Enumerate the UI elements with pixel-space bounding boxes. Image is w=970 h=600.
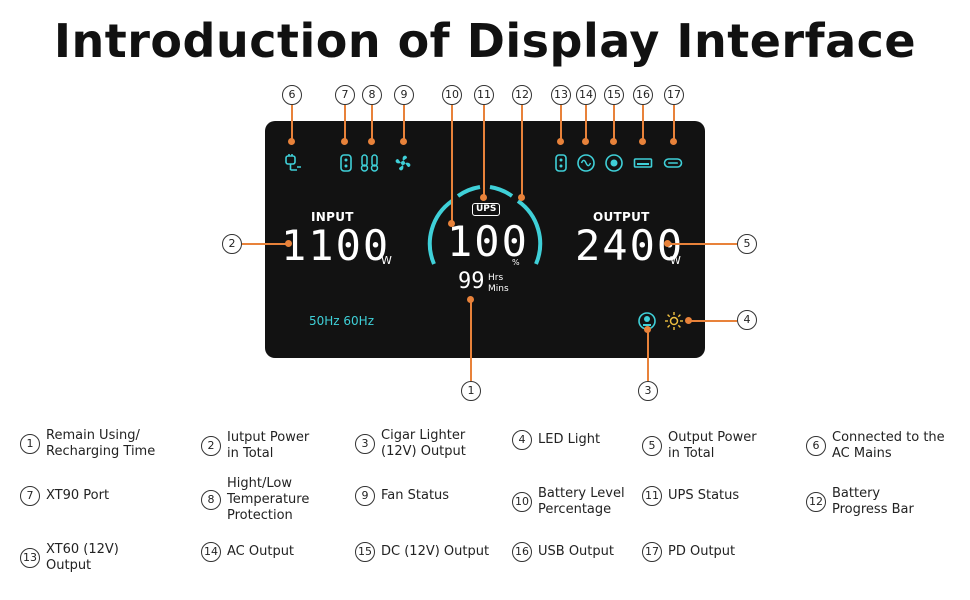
- remain-time-value: 99: [458, 269, 485, 294]
- lcd-display-panel: INPUT 1100 W UPS 100 % 99 Hrs Mins OUTPU…: [265, 121, 705, 358]
- legend-item-13: 13 XT60 (12V) Output: [20, 542, 119, 574]
- callout-3: 3: [638, 381, 658, 401]
- output-label: OUTPUT: [593, 210, 650, 224]
- callout-10: 10: [442, 85, 462, 105]
- legend-item-4: 4 LED Light: [512, 430, 600, 450]
- legend-item-6: 6 Connected to the AC Mains: [806, 430, 945, 462]
- callout-2: 2: [222, 234, 242, 254]
- legend-item-15: 15 DC (12V) Output: [355, 542, 489, 562]
- input-power-value: 1100: [281, 221, 391, 270]
- input-label: INPUT: [311, 210, 354, 224]
- legend-item-11: 11 UPS Status: [642, 486, 739, 506]
- legend-item-16: 16 USB Output: [512, 542, 614, 562]
- legend-item-5: 5 Output Power in Total: [642, 430, 757, 462]
- legend-item-12: 12 Battery Progress Bar: [806, 486, 914, 518]
- fan-icon: [395, 155, 411, 171]
- legend-item-1: 1 Remain Using/ Recharging Time: [20, 428, 155, 460]
- legend-item-14: 14 AC Output: [201, 542, 294, 562]
- legend-item-8: 8 Hight/Low Temperature Protection: [201, 476, 309, 524]
- legend-item-2: 2 Iutput Power in Total: [201, 430, 309, 462]
- legend-item-9: 9 Fan Status: [355, 486, 449, 506]
- callout-13: 13: [551, 85, 571, 105]
- callout-5: 5: [737, 234, 757, 254]
- callout-14: 14: [576, 85, 596, 105]
- xt60-output-icon: [555, 154, 567, 172]
- callout-7: 7: [335, 85, 355, 105]
- callout-16: 16: [633, 85, 653, 105]
- page-title: Introduction of Display Interface: [53, 14, 917, 68]
- callout-1: 1: [461, 381, 481, 401]
- callout-4: 4: [737, 310, 757, 330]
- battery-level-value: 100: [447, 217, 529, 266]
- usb-output-icon: [633, 158, 653, 168]
- callout-6: 6: [282, 85, 302, 105]
- legend-item-7: 7 XT90 Port: [20, 486, 109, 506]
- legend-item-10: 10 Battery Level Percentage: [512, 486, 625, 518]
- frequency-label: 50Hz 60Hz: [309, 314, 374, 328]
- input-unit: W: [381, 254, 392, 267]
- ups-status-badge: UPS: [472, 203, 501, 216]
- legend-item-17: 17 PD Output: [642, 542, 735, 562]
- callout-17: 17: [664, 85, 684, 105]
- xt90-port-icon: [340, 154, 352, 172]
- legend-item-3: 3 Cigar Lighter (12V) Output: [355, 428, 466, 460]
- ac-output-icon: [577, 154, 595, 172]
- dc-output-icon: [605, 154, 623, 172]
- output-unit: W: [670, 254, 681, 267]
- battery-progress-bar: [427, 185, 543, 265]
- led-light-icon: [665, 312, 683, 330]
- callout-12: 12: [512, 85, 532, 105]
- pd-output-icon: [663, 158, 683, 168]
- callout-15: 15: [604, 85, 624, 105]
- callout-8: 8: [362, 85, 382, 105]
- time-unit-mins: Mins: [488, 284, 509, 294]
- callout-9: 9: [394, 85, 414, 105]
- legend: 1 Remain Using/ Recharging Time 2 Iutput…: [18, 420, 958, 590]
- battery-unit: %: [512, 258, 520, 267]
- ac-mains-plug-icon: [285, 154, 301, 171]
- temperature-icon: [360, 154, 379, 172]
- callout-11: 11: [474, 85, 494, 105]
- time-unit-hrs: Hrs: [488, 273, 504, 283]
